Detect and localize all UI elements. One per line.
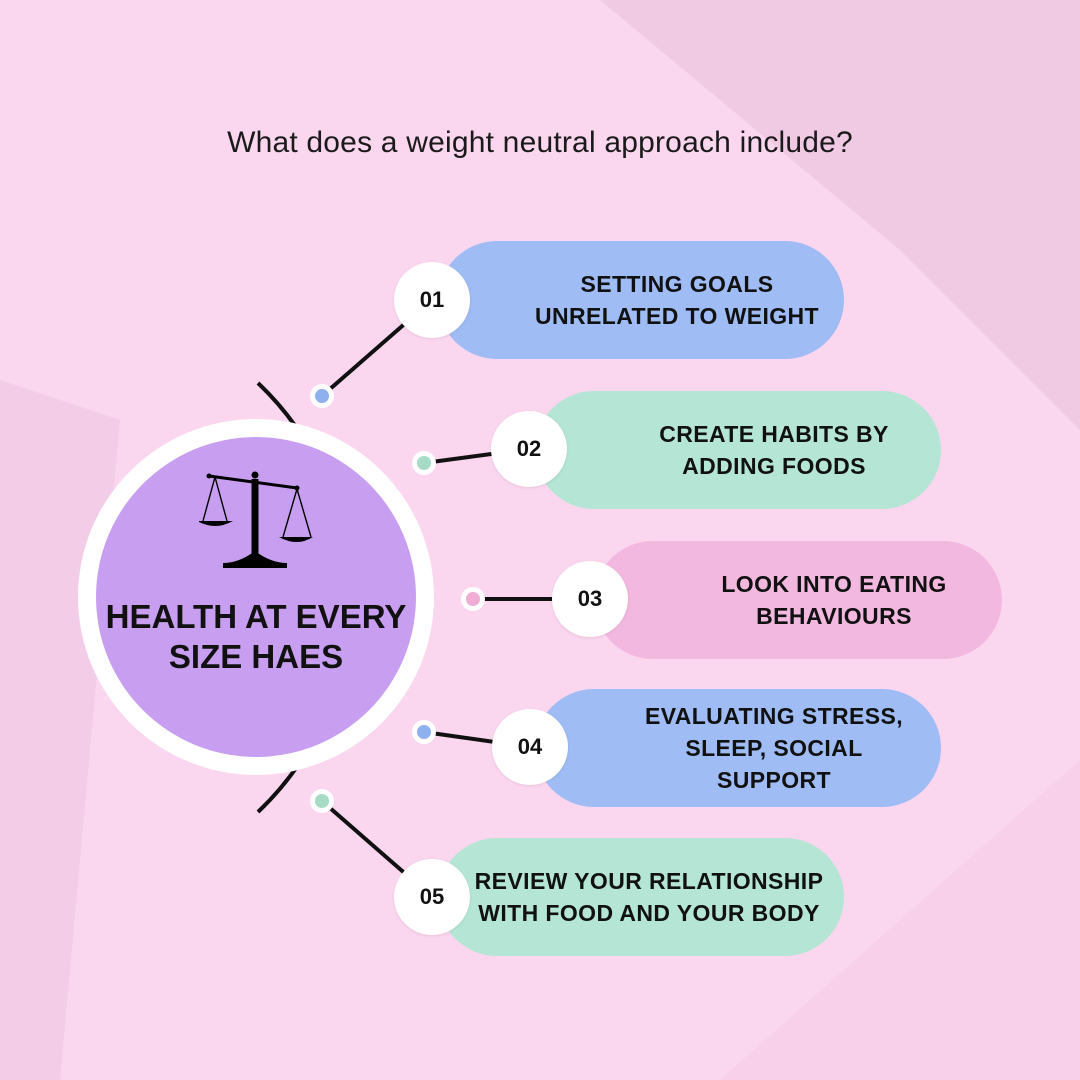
connector-dot-inner-1 xyxy=(315,389,329,403)
step-4-number: 04 xyxy=(492,709,568,785)
scales-of-justice-icon xyxy=(199,471,313,568)
step-1-pill: SETTING GOALS UNRELATED TO WEIGHT xyxy=(438,241,844,359)
center-node: HEALTH AT EVERY SIZE HAES xyxy=(78,419,434,775)
step-5-number: 05 xyxy=(394,859,470,935)
step-2-number: 02 xyxy=(491,411,567,487)
step-2-label: CREATE HABITS BY ADDING FOODS xyxy=(659,421,889,479)
connector-dot-inner-4 xyxy=(417,725,431,739)
connector-dot-inner-2 xyxy=(417,456,431,470)
center-label: HEALTH AT EVERY SIZE HAES xyxy=(105,598,407,675)
step-4-label: EVALUATING STRESS, SLEEP, SOCIAL SUPPORT xyxy=(644,703,904,793)
step-3-pill: LOOK INTO EATING BEHAVIOURS xyxy=(594,541,1002,659)
connector-dot-inner-3 xyxy=(466,592,480,606)
step-3-label: LOOK INTO EATING BEHAVIOURS xyxy=(721,571,947,629)
step-5-pill: REVIEW YOUR RELATIONSHIP WITH FOOD AND Y… xyxy=(438,838,844,956)
connector-dot-inner-5 xyxy=(315,794,329,808)
step-4-pill: EVALUATING STRESS, SLEEP, SOCIAL SUPPORT xyxy=(535,689,941,807)
step-2-pill: CREATE HABITS BY ADDING FOODS xyxy=(535,391,941,509)
step-1-number: 01 xyxy=(394,262,470,338)
center-circle: HEALTH AT EVERY SIZE HAES xyxy=(96,437,416,757)
step-5-label: REVIEW YOUR RELATIONSHIP WITH FOOD AND Y… xyxy=(474,868,824,926)
page-title: What does a weight neutral approach incl… xyxy=(227,126,853,159)
step-1-label: SETTING GOALS UNRELATED TO WEIGHT xyxy=(534,271,819,329)
step-3-number: 03 xyxy=(552,561,628,637)
